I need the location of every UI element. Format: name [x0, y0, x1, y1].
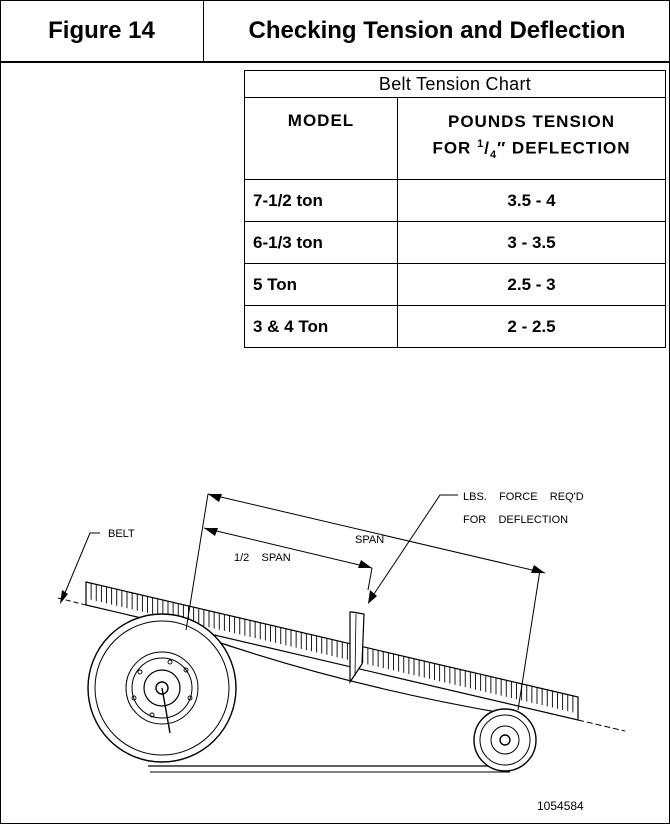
force-leader-line [369, 494, 458, 601]
column-header-model: MODEL [244, 97, 398, 180]
arrowhead [368, 590, 377, 604]
chart-caption-row: Belt Tension Chart [244, 70, 666, 98]
model-cell: 7-1/2 ton [244, 179, 398, 222]
arrowhead [358, 560, 372, 568]
belt-label: BELT [108, 528, 135, 540]
table-row: 3 & 4 Ton 2 - 2.5 [244, 305, 666, 348]
chart-header-row: MODEL POUNDS TENSION FOR 1/4″ DEFLECTION [244, 97, 666, 180]
arrowhead [204, 528, 218, 536]
figure-title: Checking Tension and Deflection [248, 16, 626, 44]
tension-header-unit: ″ DEFLECTION [497, 138, 631, 158]
driven-pulley [473, 708, 537, 772]
arrowhead [208, 494, 222, 502]
belt-deflection-diagram: BELT SPAN 1/2 SPAN LBS. FORCE REQ'D FOR … [57, 491, 626, 813]
tension-header-for: FOR [432, 138, 472, 158]
half-span-dimension-line [203, 527, 373, 569]
tension-header-line2: FOR 1/4″ DEFLECTION [432, 137, 631, 162]
half-span-label: 1/2 SPAN [234, 552, 291, 564]
tension-cell: 3.5 - 4 [397, 179, 666, 222]
span-label: SPAN [355, 534, 384, 546]
span-dimension-line [207, 493, 546, 574]
fraction-numerator: 1 [477, 137, 485, 150]
table-row: 5 Ton 2.5 - 3 [244, 263, 666, 306]
belt-centerline-right [577, 719, 626, 732]
model-cell: 6-1/3 ton [244, 221, 398, 264]
figure-number: Figure 14 [0, 0, 204, 61]
arrowhead [60, 590, 68, 604]
chart-caption: Belt Tension Chart [244, 70, 666, 98]
table-row: 7-1/2 ton 3.5 - 4 [244, 179, 666, 222]
half-span-extension [367, 567, 373, 591]
tension-gauge [349, 611, 365, 684]
tension-cell: 2 - 2.5 [397, 305, 666, 348]
figure-header: Figure 14 Checking Tension and Deflectio… [0, 0, 670, 63]
column-header-tension: POUNDS TENSION FOR 1/4″ DEFLECTION [397, 97, 666, 180]
model-cell: 5 Ton [244, 263, 398, 306]
drive-pulley [87, 613, 237, 763]
tension-cell: 3 - 3.5 [397, 221, 666, 264]
arrowhead [531, 565, 545, 573]
table-row: 6-1/3 ton 3 - 3.5 [244, 221, 666, 264]
force-label-line2: FOR DEFLECTION [463, 514, 568, 526]
model-cell: 3 & 4 Ton [244, 305, 398, 348]
span-extension-left [185, 493, 209, 631]
deflected-belt-curve [199, 635, 521, 717]
force-label-line1: LBS. FORCE REQ'D [463, 491, 584, 503]
span-extension-right [517, 569, 541, 711]
part-number: 1054584 [537, 799, 584, 813]
fraction-denominator: 4 [489, 149, 498, 162]
tension-header-line1: POUNDS TENSION [447, 111, 616, 131]
belt-leader-line [61, 532, 100, 601]
belt-tension-chart: Belt Tension Chart MODEL POUNDS TENSION … [244, 70, 666, 348]
tension-cell: 2.5 - 3 [397, 263, 666, 306]
